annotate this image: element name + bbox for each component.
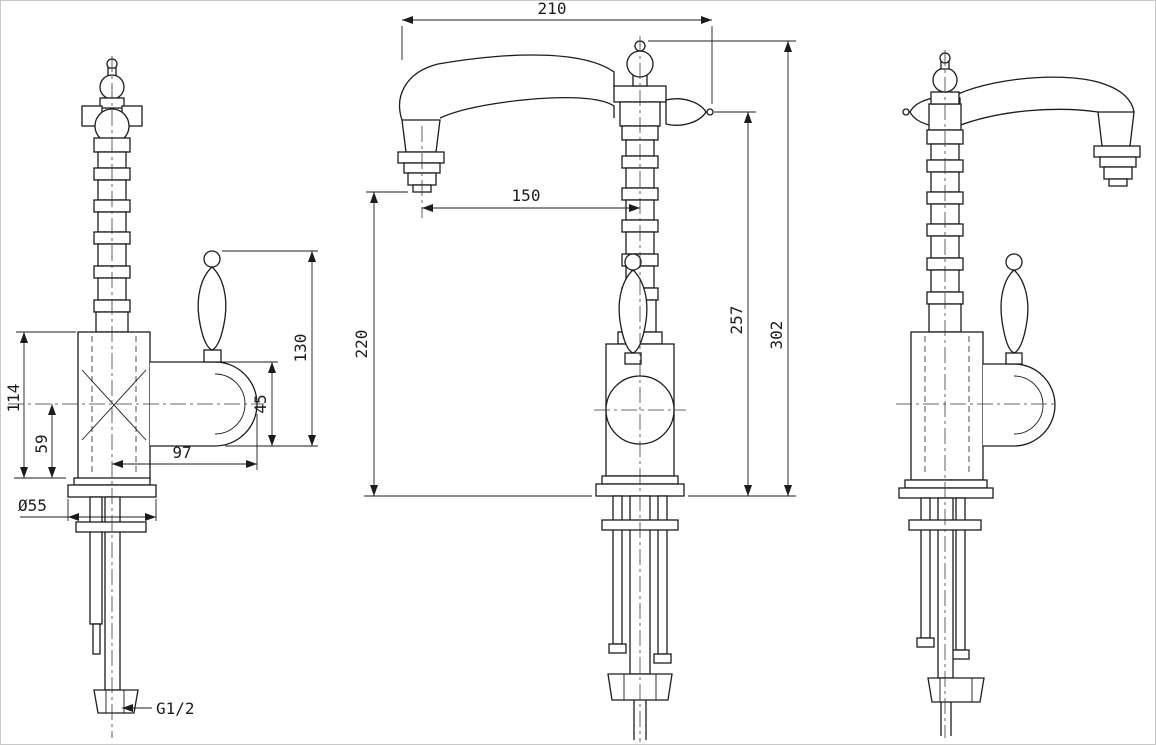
centerlines-right (896, 50, 1058, 738)
spout-arm-front (397, 54, 615, 193)
dim-label-220: 220 (352, 330, 371, 359)
dim-210: 210 (401, 0, 713, 104)
mounting-hardware-right (908, 497, 985, 736)
centerlines-front (421, 36, 686, 742)
dim-130: 130 (222, 250, 318, 447)
thread-label: G1/2 (122, 699, 195, 718)
dim-label-55: Ø55 (18, 496, 47, 515)
view-right-side (896, 50, 1141, 738)
dim-150: 150 (422, 186, 640, 212)
dim-label-45: 45 (251, 394, 270, 413)
dim-label-thread: G1/2 (156, 699, 195, 718)
dim-label-150: 150 (512, 186, 541, 205)
dim-label-210: 210 (538, 0, 567, 18)
dim-label-257: 257 (727, 306, 746, 335)
view-front: 210 150 220 257 302 (352, 0, 796, 742)
dim-label-130: 130 (291, 334, 310, 363)
handle-left (197, 250, 227, 363)
valve-boss-right (983, 363, 1056, 447)
dim-label-114: 114 (4, 384, 23, 413)
body-left (77, 331, 151, 481)
dim-label-302: 302 (767, 321, 786, 350)
dim-label-97: 97 (172, 443, 191, 462)
dim-59: 59 (32, 404, 56, 478)
dim-55: Ø55 (18, 496, 157, 521)
spout-collar-front (613, 40, 714, 127)
dim-45: 45 (220, 361, 278, 446)
dim-114: 114 (4, 331, 76, 479)
mounting-hardware-left (75, 496, 147, 714)
body-right (910, 331, 984, 481)
dim-97: 97 (112, 414, 258, 470)
dim-257: 257 (714, 111, 756, 496)
dim-220: 220 (352, 191, 592, 497)
dim-label-59: 59 (32, 434, 51, 453)
dim-302: 302 (648, 40, 796, 497)
view-left-side: 114 59 130 45 97 Ø55 (4, 56, 318, 738)
base-right (898, 479, 994, 499)
handle-right (1000, 253, 1029, 365)
